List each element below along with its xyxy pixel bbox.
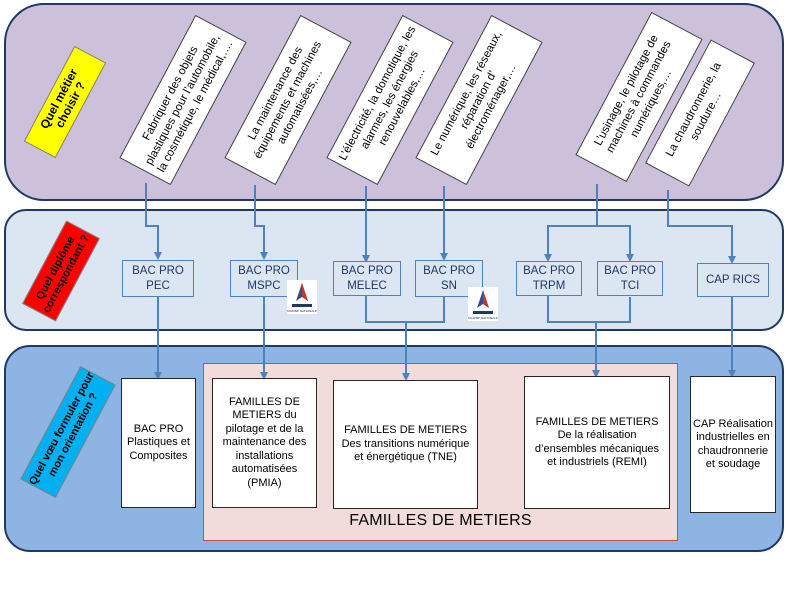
anchor-emblem-icon: MARINE NATIONALE <box>468 287 498 321</box>
marine-nationale-logo: MARINE NATIONALE <box>287 280 317 314</box>
familles-title: FAMILLES DE METIERS <box>349 512 532 529</box>
famille-tne: FAMILLES DE METIERS Des transitions numé… <box>333 380 478 509</box>
arrow-chaudronnerie-cap <box>667 190 736 264</box>
arrow-usinage-trpm <box>544 184 598 262</box>
arrow-trpm-tci-remi <box>547 296 631 374</box>
famille-remi: FAMILLES DE METIERS De la réalisation d’… <box>524 376 670 509</box>
famille-pmia: FAMILLES DE METIERS du pilotage et de la… <box>212 378 317 508</box>
anchor-emblem-icon: MARINE NATIONALE <box>287 280 317 314</box>
marine-nationale-logo: MARINE NATIONALE <box>468 287 498 321</box>
diplome-cap-rics: CAP RICS <box>697 263 769 297</box>
arrow-maintenance-mspc <box>254 185 268 260</box>
famille-bac-pro-plastiques: BAC PRO Plastiques et Composites <box>121 378 196 508</box>
arrow-usinage-tci <box>597 225 634 262</box>
logo-text: MARINE NATIONALE <box>468 316 498 320</box>
logo-text: MARINE NATIONALE <box>287 309 317 313</box>
arrow-melec-sn-tne <box>365 296 445 377</box>
famille-cap-chaudronnerie: CAP Réalisation industrielles en chaudro… <box>690 376 776 513</box>
arrow-plasturgie-pec <box>145 183 162 260</box>
